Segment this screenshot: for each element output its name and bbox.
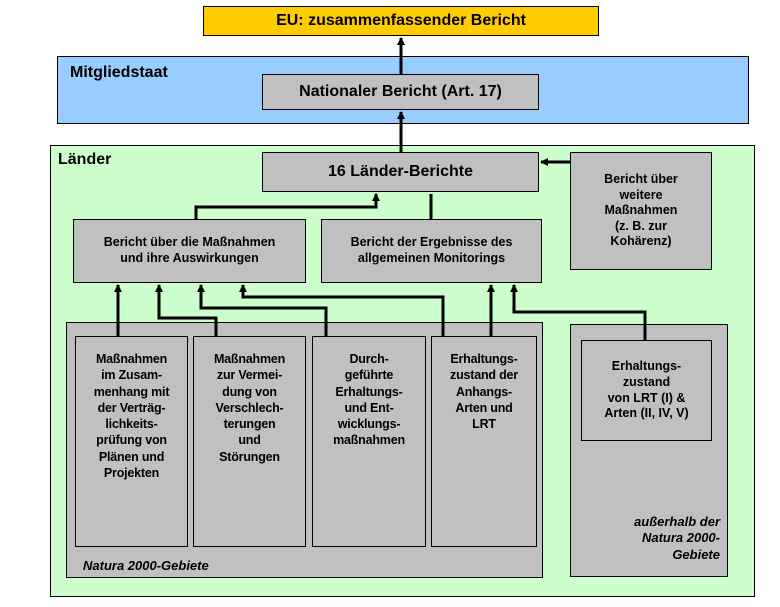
leaf-erhaltungszustand: Erhaltungs- zustand der Anhangs- Arten u… <box>431 336 537 547</box>
arrow-outside-to-monitoring <box>510 284 647 340</box>
leaf-vermeidung-label: Maßnahmen zur Vermei- dung von Verschlec… <box>213 352 286 464</box>
further-measures-box: Bericht über weitere Maßnahmen (z. B. zu… <box>570 152 712 270</box>
eu-report-label: EU: zusammenfassender Bericht <box>276 12 526 29</box>
leaf-durchgefuehrte-label: Durch- geführte Erhaltungs- und Ent- wic… <box>333 352 405 448</box>
national-report-box: Nationaler Bericht (Art. 17) <box>262 74 539 110</box>
laender-reports-label: 16 Länder-Berichte <box>328 163 473 180</box>
arrow-measures-to-laender <box>194 193 380 219</box>
laender-label: Länder <box>58 151 112 168</box>
laender-reports-box: 16 Länder-Berichte <box>262 152 539 192</box>
leaf-erhaltungszustand-label: Erhaltungs- zustand der Anhangs- Arten u… <box>450 352 518 431</box>
monitoring-report-label: Bericht der Ergebnisse des allgemeinen M… <box>350 235 513 265</box>
outside-leaf-label: Erhaltungs- zustand von LRT (I) & Arten … <box>604 359 689 421</box>
eu-report-box: EU: zusammenfassender Bericht <box>203 6 599 36</box>
further-measures-label: Bericht über weitere Maßnahmen (z. B. zu… <box>604 171 678 249</box>
measures-report-label: Bericht über die Maßnahmen und ihre Ausw… <box>103 235 276 265</box>
arrow-leaf3-to-measures <box>197 284 328 336</box>
leaf-durchgefuehrte: Durch- geführte Erhaltungs- und Ent- wic… <box>312 336 426 547</box>
arrow-leaf2-to-measures <box>155 284 218 336</box>
leaf-vertraeglichkeit: Maßnahmen im Zusam- menhang mit der Vert… <box>75 336 188 547</box>
outside-leaf-box: Erhaltungs- zustand von LRT (I) & Arten … <box>581 340 712 441</box>
mitgliedstaat-label: Mitgliedstaat <box>70 64 168 81</box>
leaf-vermeidung: Maßnahmen zur Vermei- dung von Verschlec… <box>193 336 306 547</box>
arrow-leaf4-to-measures <box>239 284 445 336</box>
national-report-label: Nationaler Bericht (Art. 17) <box>299 83 502 100</box>
outside-natura-label: außerhalb der Natura 2000- Gebiete <box>634 514 720 562</box>
monitoring-report-box: Bericht der Ergebnisse des allgemeinen M… <box>321 219 542 283</box>
leaf-vertraeglichkeit-label: Maßnahmen im Zusam- menhang mit der Vert… <box>93 352 170 480</box>
natura-2000-label: Natura 2000-Gebiete <box>83 558 209 573</box>
measures-report-box: Bericht über die Maßnahmen und ihre Ausw… <box>73 219 306 283</box>
